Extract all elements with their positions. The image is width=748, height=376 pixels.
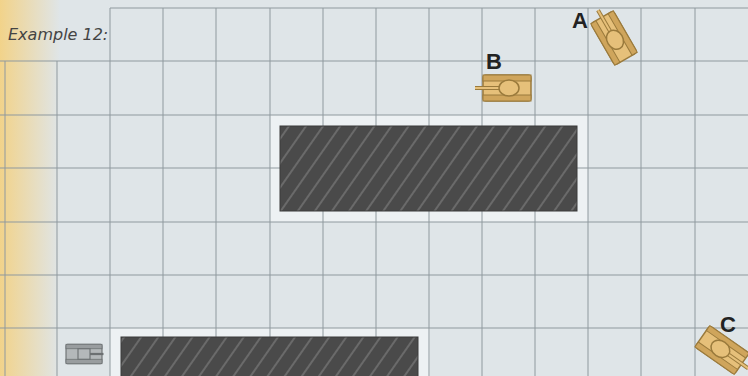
unit-letter: C [720,312,736,338]
unit-letter: B [486,49,502,75]
example-title: Example 12: [8,25,108,44]
unit-letter: A [572,8,588,34]
